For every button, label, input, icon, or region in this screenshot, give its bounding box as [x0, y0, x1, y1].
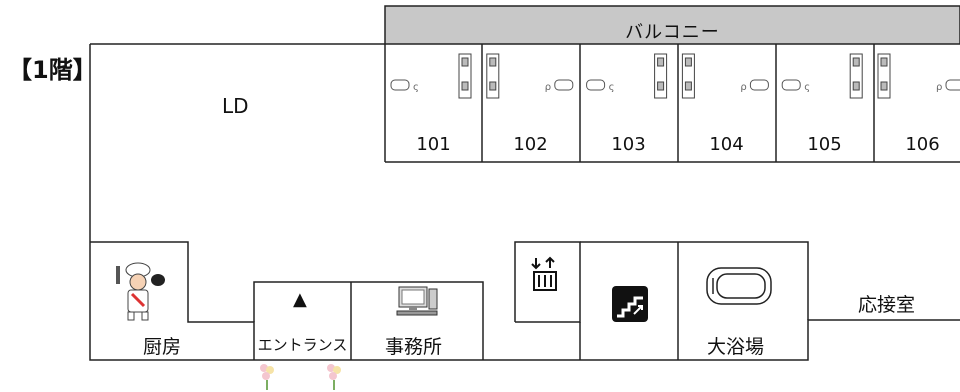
elevator-icon: [531, 256, 557, 291]
room-fixture-icon: ς: [586, 53, 668, 99]
svg-text:ς: ς: [413, 82, 419, 93]
entrance-label: エントランス: [257, 336, 348, 354]
east-bottom-wall: [580, 319, 960, 361]
svg-text:ρ: ρ: [545, 82, 551, 93]
flower-icon: [327, 364, 341, 390]
floor-label: 【1階】: [8, 56, 97, 84]
stairs-icon: [612, 286, 648, 322]
west-wall: [89, 44, 580, 361]
room-number: 102: [513, 134, 548, 155]
svg-text:ς: ς: [609, 82, 615, 93]
room-number: 103: [611, 134, 646, 155]
computer-icon: [396, 286, 438, 316]
reception-label: 応接室: [858, 294, 916, 316]
office-label: 事務所: [385, 336, 443, 358]
stairs-bath-wall: [580, 241, 809, 320]
balcony-label: バルコニー: [625, 22, 720, 43]
flower-icon: [260, 364, 274, 390]
room-fixture-icon: ρ: [486, 53, 574, 99]
room-number: 106: [905, 134, 940, 155]
kitchen-wall: [90, 241, 255, 360]
room-number: 101: [416, 134, 451, 155]
room-number: 105: [807, 134, 842, 155]
room-fixture-icon: ρ: [877, 53, 960, 99]
svg-text:ρ: ρ: [936, 82, 942, 93]
entrance-arrow: ▲: [293, 289, 307, 310]
kitchen-label: 厨房: [143, 336, 182, 358]
room-fixture-icon: ς: [781, 53, 863, 99]
svg-text:ς: ς: [804, 82, 810, 93]
bath-label: 大浴場: [707, 336, 765, 358]
room-fixture-icon: ς: [390, 53, 472, 99]
entrance-wall: [253, 281, 484, 360]
bathtub-icon: [706, 267, 772, 305]
balcony-band: [384, 5, 960, 45]
chef-icon: [116, 262, 165, 321]
room-number: 104: [709, 134, 744, 155]
room-fixture-icon: ρ: [681, 53, 769, 99]
ld-label: LD: [222, 94, 249, 118]
svg-text:ρ: ρ: [740, 82, 746, 93]
